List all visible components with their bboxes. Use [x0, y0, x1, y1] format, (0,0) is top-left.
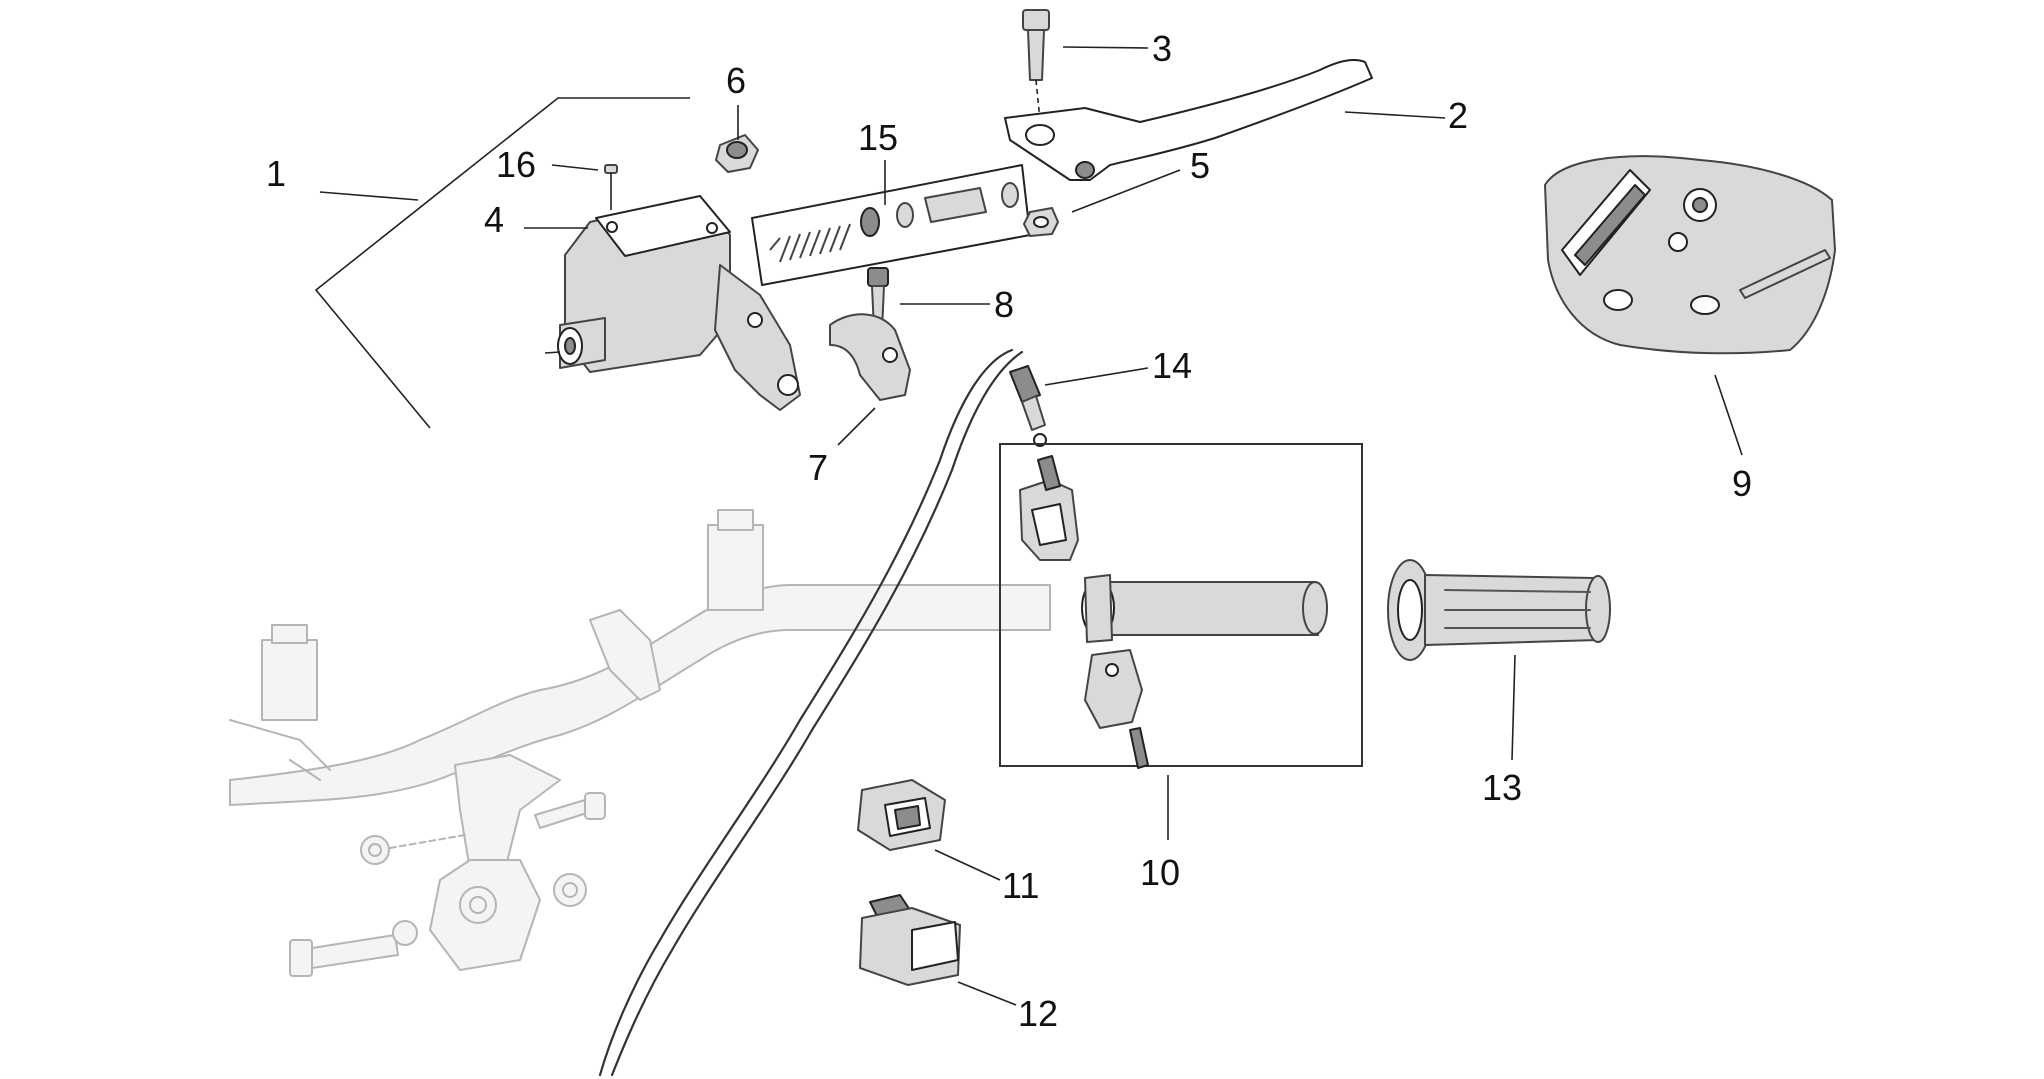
label-9: 9 — [1732, 463, 1752, 504]
label-12: 12 — [1018, 993, 1058, 1034]
switch-housing-9 — [1544, 155, 1836, 355]
brake-lever-2 — [1004, 59, 1373, 181]
label-16: 16 — [496, 144, 536, 185]
leader-lines — [319, 46, 1743, 1006]
leader-3 — [1062, 46, 1149, 49]
throttle-cable — [598, 348, 1014, 1077]
label-7: 7 — [808, 447, 828, 488]
label-4: 4 — [484, 199, 504, 240]
leader-16 — [551, 164, 599, 171]
cable-adjuster-14 — [1009, 365, 1047, 447]
grip-13 — [1387, 559, 1611, 661]
pivot-bolt-3 — [1022, 9, 1050, 121]
nut-5 — [1023, 207, 1059, 237]
piston-kit-15 — [751, 164, 1031, 286]
handlebar-frame-ghost — [229, 509, 1051, 977]
switch-12 — [859, 894, 961, 986]
label-11: 11 — [1002, 865, 1039, 906]
bolt-ghost-lower — [289, 920, 418, 977]
throttle-assembly-box — [999, 443, 1363, 767]
label-8: 8 — [994, 284, 1014, 325]
clamp-7 — [829, 313, 911, 401]
bolt-ghost-upper — [534, 792, 606, 829]
label-10: 10 — [1140, 852, 1180, 893]
master-cylinder-group — [314, 97, 801, 429]
dust-cap-6 — [715, 134, 759, 173]
leader-11 — [934, 849, 1001, 881]
spring — [769, 223, 851, 263]
part-labels: 1 2 3 4 5 6 7 8 9 10 11 12 13 14 15 16 — [266, 28, 1752, 1034]
label-5: 5 — [1190, 145, 1210, 186]
leader-9 — [1714, 374, 1743, 456]
label-1: 1 — [266, 153, 286, 194]
label-14: 14 — [1152, 345, 1192, 386]
leader-7 — [837, 407, 876, 446]
label-6: 6 — [726, 60, 746, 101]
reservoir-cap — [595, 195, 731, 257]
label-3: 3 — [1152, 28, 1172, 69]
leader-13 — [1511, 654, 1516, 761]
switch-11 — [857, 779, 946, 851]
screw-16 — [604, 164, 618, 210]
label-15: 15 — [858, 117, 898, 158]
leader-2 — [1344, 111, 1446, 119]
label-13: 13 — [1482, 767, 1522, 808]
label-2: 2 — [1448, 95, 1468, 136]
leader-12 — [957, 981, 1017, 1006]
leader-5 — [1071, 169, 1181, 213]
leader-14 — [1044, 367, 1149, 386]
throttle-assembly-10 — [1019, 455, 1328, 769]
leader-1 — [319, 191, 419, 201]
